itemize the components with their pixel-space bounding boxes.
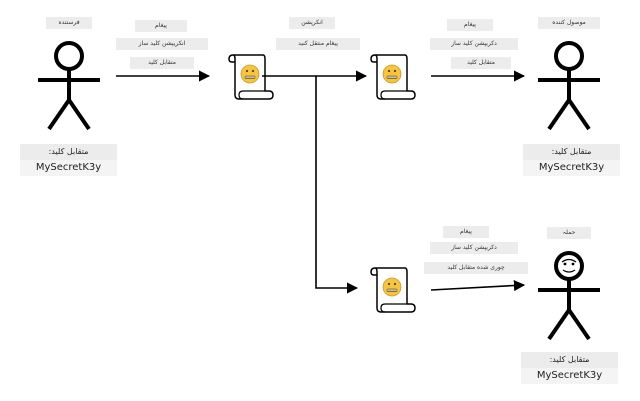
intercepted-message-scroll-icon — [370, 267, 416, 313]
attack-message-label: پیغام — [443, 226, 489, 238]
sender-key-box: متقابل کلید: MySecretK3y — [20, 144, 117, 176]
encryption-message-label: پیغام — [135, 20, 187, 32]
decryption-keymaker-label: دکریپشن کلید ساز — [430, 38, 518, 50]
plain-message-scroll-icon — [228, 54, 274, 100]
attack-keymaker-label: دکریپشن کلید ساز — [430, 242, 518, 254]
receiver-key-box: متقابل کلید: MySecretK3y — [523, 144, 620, 176]
encryption-keymaker-label: انکریپشن کلید ساز — [116, 38, 208, 50]
encrypted-message-scroll-icon — [370, 54, 416, 100]
encrypted-label: انکرپشن — [289, 17, 335, 29]
sender-key-label: متقابل کلید: — [48, 147, 89, 156]
attacker-key-value: MySecretK3y — [521, 368, 618, 384]
attacker-face-icon — [561, 258, 577, 273]
sender-label: فرستنده — [46, 17, 92, 29]
decryption-key-label: متقابل کلید — [451, 57, 511, 69]
transmit-message-label: پیغام منتقل کنید — [276, 38, 360, 50]
receiver-stick-figure-icon — [536, 41, 602, 131]
attack-decrypt-arrow — [430, 279, 526, 292]
receiver-label: موصول کننده — [538, 17, 600, 29]
receiver-key-label: متقابل کلید: — [551, 147, 592, 156]
sender-key-value: MySecretK3y — [20, 160, 117, 176]
attacker-key-label: متقابل کلید: — [549, 355, 590, 364]
receiver-key-value: MySecretK3y — [523, 160, 620, 176]
encryption-key-label: متقابل کلید — [130, 57, 194, 69]
intercept-arrow — [315, 76, 359, 294]
decryption-message-label: پیغام — [447, 19, 493, 31]
attacker-stick-figure-icon — [536, 251, 602, 341]
stolen-key-label: چوری شده متقابل کلید — [424, 262, 528, 274]
attacker-label: حملہ — [547, 227, 591, 239]
attacker-key-box: متقابل کلید: MySecretK3y — [521, 352, 618, 384]
sender-stick-figure-icon — [36, 41, 102, 131]
